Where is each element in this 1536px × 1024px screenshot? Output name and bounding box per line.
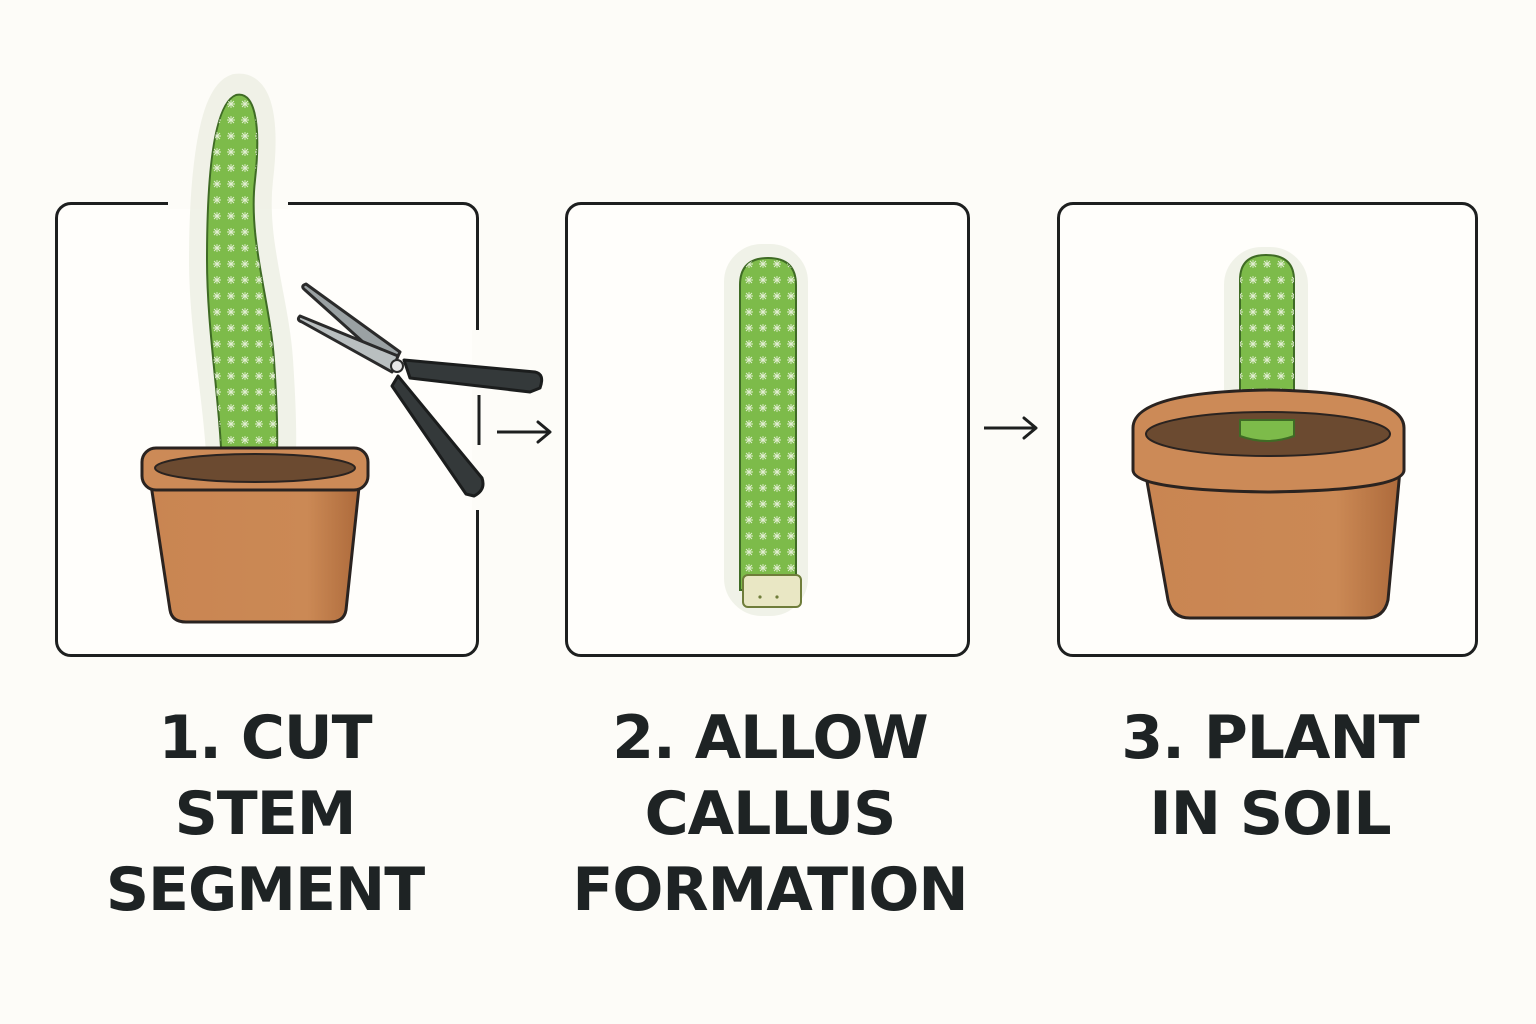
step-2-label-line-1: 2. ALLOW xyxy=(612,703,928,773)
step-1-illustration xyxy=(140,73,544,624)
callus-end xyxy=(742,574,802,608)
pot-body xyxy=(148,476,362,624)
step-1-label-line-1: 1. CUT xyxy=(158,703,372,773)
step-1-label-line-2: STEM SEGMENT xyxy=(105,779,425,925)
step-2-label-line-3: FORMATION xyxy=(572,855,968,925)
step-2-label-line-2: CALLUS xyxy=(644,779,897,849)
arrow-right-icon xyxy=(984,416,1038,440)
step-1-label: 1. CUT STEM SEGMENT xyxy=(30,700,500,928)
pruning-shears-icon xyxy=(296,282,544,498)
step-3-label-line-1: 3. PLANT xyxy=(1121,703,1419,773)
step-3-label: 3. PLANT IN SOIL xyxy=(1040,700,1500,852)
arrow-right-icon xyxy=(497,420,552,444)
step-2-illustration xyxy=(724,244,808,616)
cactus-halo xyxy=(189,73,297,481)
soil xyxy=(154,453,356,483)
step-3-label-line-2: IN SOIL xyxy=(1149,779,1391,849)
pot-body xyxy=(1143,468,1402,620)
step-3-illustration xyxy=(1131,247,1406,620)
step-2-label: 2. ALLOW CALLUS FORMATION xyxy=(540,700,1000,928)
